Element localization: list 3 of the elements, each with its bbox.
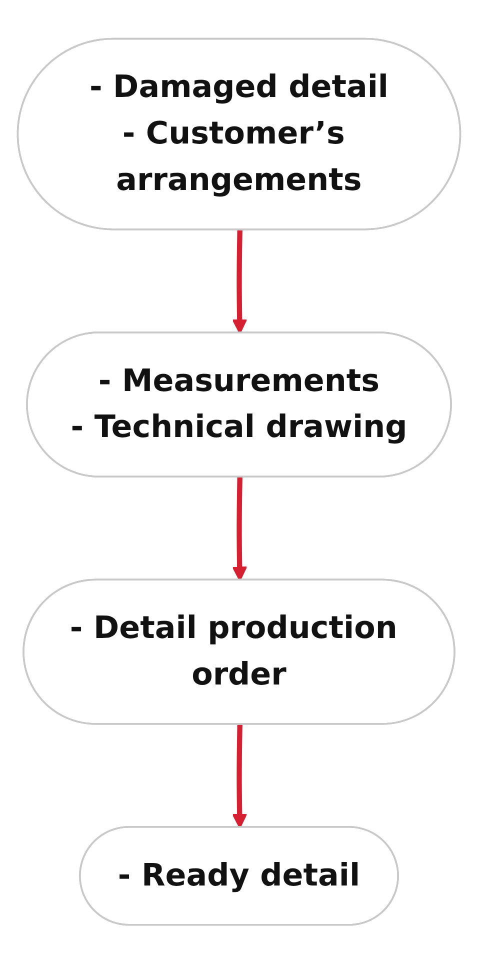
arrow (232, 230, 247, 334)
arrow (232, 724, 247, 829)
arrow (232, 478, 247, 582)
